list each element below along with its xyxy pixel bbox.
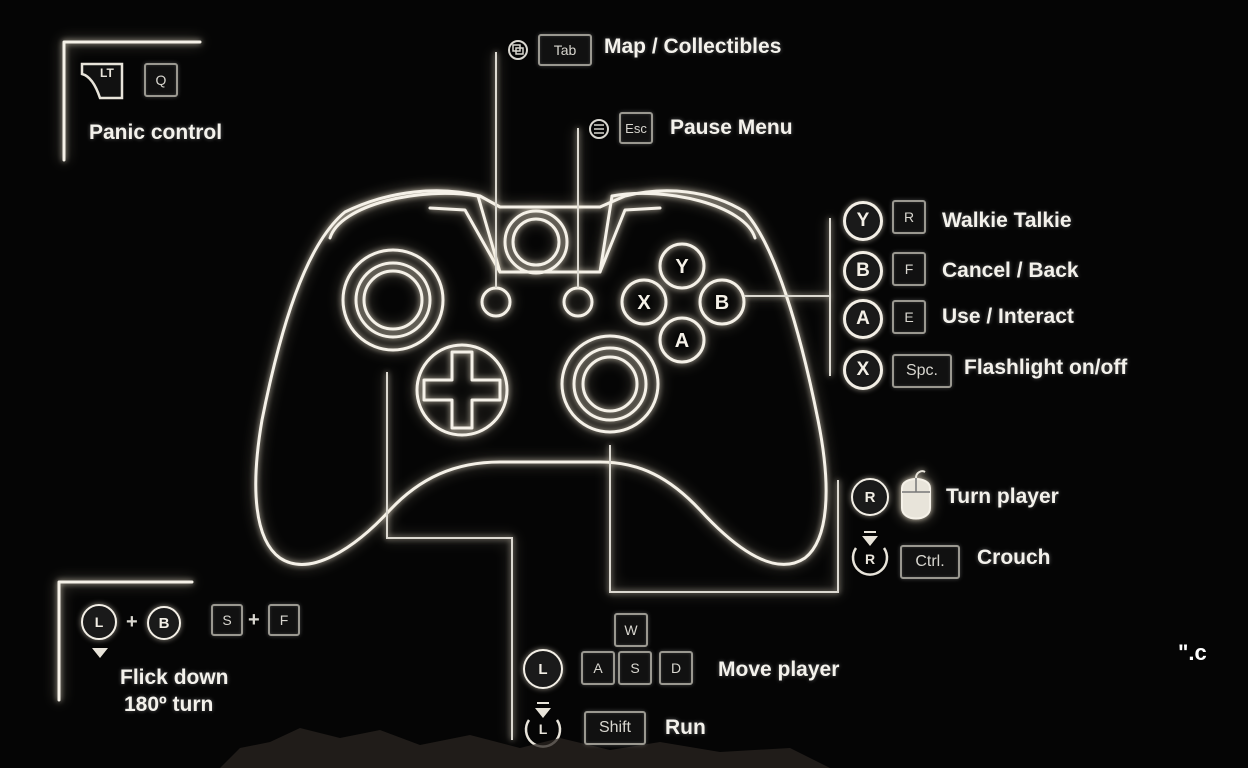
left-shoulder	[328, 191, 480, 240]
dpad-ring	[415, 343, 509, 437]
right-shoulder	[610, 191, 757, 240]
a-key: A	[581, 651, 615, 685]
flick-ls-icon: L	[81, 604, 117, 640]
face-b-letter: B	[715, 292, 729, 314]
flick-s-key: S	[211, 604, 243, 636]
walkie-label: Walkie Talkie	[942, 209, 1072, 232]
ls-click-letter: L	[538, 721, 548, 737]
move-label: Move player	[718, 658, 840, 681]
face-x-letter: X	[637, 292, 651, 314]
lt-letters: LT	[100, 66, 114, 80]
lt-trigger-icon	[80, 62, 124, 100]
menu-button	[562, 286, 594, 318]
top-panel	[476, 194, 614, 274]
rs-click-arrow-icon	[862, 536, 878, 546]
f-key: F	[892, 252, 926, 286]
flick-label-line1: Flick down	[120, 666, 229, 689]
right-stick-mid	[572, 346, 648, 422]
flick-key-plus: +	[248, 609, 260, 631]
left-stick-mid	[354, 261, 432, 339]
rs-click-letter: R	[864, 551, 876, 567]
q-key: Q	[144, 63, 178, 97]
e-key: E	[892, 300, 926, 334]
face-b	[698, 278, 746, 326]
face-a-letter: A	[675, 330, 689, 352]
x-button-icon: X	[843, 350, 883, 390]
ctrl-key: Ctrl.	[900, 545, 960, 579]
ground-silhouette	[220, 728, 830, 768]
flick-label-line2: 180º turn	[124, 693, 214, 716]
top-panel-inner	[428, 206, 662, 274]
left-stick-inner	[362, 269, 424, 331]
r-key: R	[892, 200, 926, 234]
face-y	[658, 242, 706, 290]
dpad-cross	[422, 350, 502, 430]
flick-down-arrow-icon	[92, 648, 108, 658]
y-button-icon: Y	[843, 201, 883, 241]
panic-label: Panic control	[89, 121, 223, 144]
flashlight-label: Flashlight on/off	[964, 356, 1128, 379]
ls-click-arrow-icon	[535, 708, 551, 718]
menu-icon	[589, 119, 609, 139]
map-label: Map / Collectibles	[604, 35, 782, 58]
crouch-label: Crouch	[977, 546, 1051, 569]
flick-plus: +	[126, 611, 138, 633]
s-key: S	[618, 651, 652, 685]
flick-f-key: F	[268, 604, 300, 636]
rs-click-arc-icon	[851, 547, 889, 576]
pause-label: Pause Menu	[670, 116, 793, 139]
guide-button-outer	[503, 209, 569, 275]
w-key: W	[614, 613, 648, 647]
run-label: Run	[665, 716, 706, 739]
shift-key: Shift	[584, 711, 646, 745]
turn-label: Turn player	[946, 485, 1059, 508]
face-y-letter: Y	[675, 256, 689, 278]
view-button	[480, 286, 512, 318]
panic-bracket	[62, 40, 202, 162]
b-button-icon: B	[843, 251, 883, 291]
right-stick-connector	[609, 445, 839, 593]
guide-button-inner	[511, 217, 561, 267]
right-stick-inner	[581, 355, 639, 413]
cancel-label: Cancel / Back	[942, 259, 1079, 282]
esc-key: Esc	[619, 112, 653, 144]
flick-b-icon: B	[147, 606, 181, 640]
ls-button-icon: L	[523, 649, 563, 689]
rs-button-icon: R	[851, 478, 889, 516]
corner-text: ".c	[1178, 640, 1207, 665]
view-icon	[508, 40, 528, 60]
d-key: D	[659, 651, 693, 685]
left-stick-outer	[341, 248, 445, 352]
face-x	[620, 278, 668, 326]
flick-bracket	[57, 580, 194, 702]
a-button-icon: A	[843, 299, 883, 339]
controller-body	[254, 189, 828, 566]
space-key: Spc.	[892, 354, 952, 388]
right-stick-outer	[560, 334, 660, 434]
left-stick-connector	[386, 372, 513, 740]
face-a	[658, 316, 706, 364]
tab-key: Tab	[538, 34, 592, 66]
use-label: Use / Interact	[942, 305, 1074, 328]
mouse-icon	[901, 478, 931, 520]
